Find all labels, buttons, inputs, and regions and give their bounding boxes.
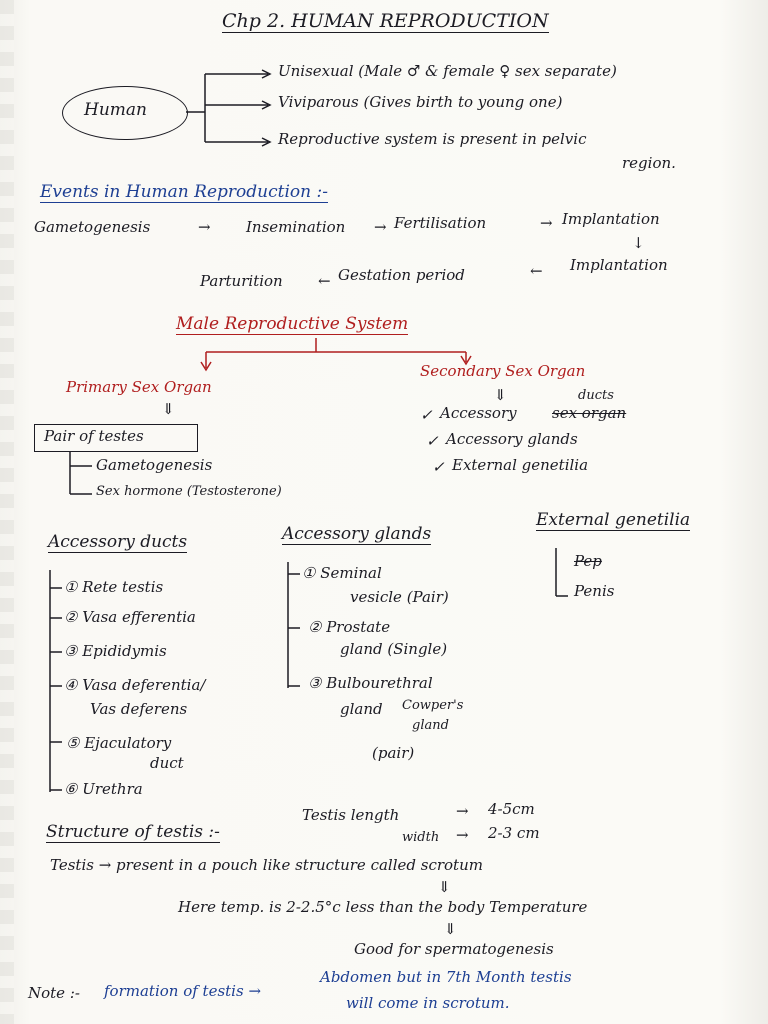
event-insemination: Insemination xyxy=(246,218,346,236)
pair-testes: Pair of testes xyxy=(44,427,144,445)
duct-vas-deferens: Vas deferens xyxy=(90,700,188,718)
gland-bulbourethral: ③ Bulbourethral xyxy=(308,674,433,692)
check-1: ✓ xyxy=(420,406,433,424)
structure-width-label: width xyxy=(402,830,440,845)
down-arrow: ↓ xyxy=(632,234,645,252)
duct-urethra: ⑥ Urethra xyxy=(64,780,143,798)
structure-arrow-2: ⇓ xyxy=(444,920,457,938)
gland-pair: (pair) xyxy=(372,744,415,762)
primary-organ: Primary Sex Organ xyxy=(66,378,212,396)
male-system-heading: Male Reproductive System xyxy=(176,314,409,335)
width-arrow: → xyxy=(456,826,469,844)
feature-region: region. xyxy=(622,154,676,172)
event-implantation-2: Implantation xyxy=(570,256,668,274)
secondary-sex-organ-struck: sex organ xyxy=(552,404,627,422)
arrow-4: ← xyxy=(318,272,331,290)
primary-branch xyxy=(69,452,92,495)
event-parturition: Parturition xyxy=(200,272,283,290)
event-gestation: Gestation period xyxy=(338,266,465,284)
page-binding-edge xyxy=(0,0,14,1024)
ducts-heading: Accessory ducts xyxy=(48,532,188,553)
gland-cowpers-2: gland xyxy=(412,718,449,733)
note-label: Note :- xyxy=(28,984,80,1002)
events-heading: Events in Human Reproduction :- xyxy=(40,182,328,203)
event-implantation: Implantation xyxy=(562,210,660,228)
secondary-arrow: ⇓ xyxy=(494,386,507,404)
duct-vasa-efferentia: ② Vasa efferentia xyxy=(64,608,196,626)
glands-heading: Accessory glands xyxy=(282,524,432,545)
secondary-glands: Accessory glands xyxy=(446,430,578,448)
human-bracket xyxy=(186,73,268,143)
duct-epididymis: ③ Epididymis xyxy=(64,642,167,660)
arrow-3: → xyxy=(540,214,553,232)
duct-ejaculatory-2: duct xyxy=(150,754,184,772)
primary-arrow: ⇓ xyxy=(162,400,175,418)
note-text-1: formation of testis → xyxy=(104,982,262,1000)
structure-arrow-1: ⇓ xyxy=(438,878,451,896)
event-gametogenesis: Gametogenesis xyxy=(34,218,151,236)
primary-item-gametogenesis: Gametogenesis xyxy=(96,456,213,474)
duct-vasa-deferentia: ④ Vasa deferentia/ xyxy=(64,676,206,694)
human-label: Human xyxy=(84,100,147,120)
external-bracket xyxy=(555,548,568,597)
feature-reproductive: Reproductive system is present in pelvic xyxy=(278,130,587,148)
event-fertilisation: Fertilisation xyxy=(394,214,487,232)
structure-length: 4-5cm xyxy=(488,800,535,818)
feature-viviparous: Viviparous (Gives birth to young one) xyxy=(278,93,563,111)
check-2: ✓ xyxy=(426,432,439,450)
human-arrowheads xyxy=(261,69,272,147)
male-system-branch xyxy=(205,338,467,368)
structure-width: 2-3 cm xyxy=(488,824,540,842)
pair-testes-box xyxy=(34,424,198,452)
gland-seminal: ① Seminal xyxy=(302,564,382,582)
feature-unisexual: Unisexual (Male ♂ & female ♀ sex separat… xyxy=(278,62,617,80)
note-text-2: Abdomen but in 7th Month testis xyxy=(320,968,572,986)
ducts-note: ducts xyxy=(578,388,614,403)
page-title: Chp 2. HUMAN REPRODUCTION xyxy=(222,10,549,33)
structure-line-2: Here temp. is 2-2.5°c less than the body… xyxy=(178,898,588,916)
structure-line-3: Good for spermatogenesis xyxy=(354,940,554,958)
external-heading: External genetilia xyxy=(536,510,691,531)
external-penis: Penis xyxy=(574,582,615,600)
duct-ejaculatory: ⑤ Ejaculatory xyxy=(66,734,172,752)
gland-prostate-2: gland (Single) xyxy=(340,640,448,658)
arrow-1: → xyxy=(198,218,211,236)
secondary-accessory: Accessory xyxy=(440,404,517,422)
human-oval xyxy=(62,86,188,140)
gland-bulbourethral-2: gland xyxy=(340,700,383,718)
gland-seminal-2: vesicle (Pair) xyxy=(350,588,449,606)
gland-prostate: ② Prostate xyxy=(308,618,391,636)
check-3: ✓ xyxy=(432,458,445,476)
secondary-organ: Secondary Sex Organ xyxy=(420,362,586,380)
arrow-5: ← xyxy=(530,262,543,280)
length-arrow: → xyxy=(456,802,469,820)
glands-bracket xyxy=(287,562,300,688)
duct-rete-testis: ① Rete testis xyxy=(64,578,164,596)
arrow-2: → xyxy=(374,218,387,236)
primary-item-hormone: Sex hormone (Testosterone) xyxy=(96,484,282,499)
structure-line-1: Testis → present in a pouch like structu… xyxy=(50,856,483,874)
gland-cowpers: Cowper's xyxy=(402,698,464,713)
secondary-genetilia: External genetilia xyxy=(452,456,589,474)
structure-heading: Structure of testis :- xyxy=(46,822,220,843)
structure-intro: Testis length xyxy=(302,806,400,824)
external-struck: Pep xyxy=(574,552,602,570)
note-text-3: will come in scrotum. xyxy=(346,994,510,1012)
